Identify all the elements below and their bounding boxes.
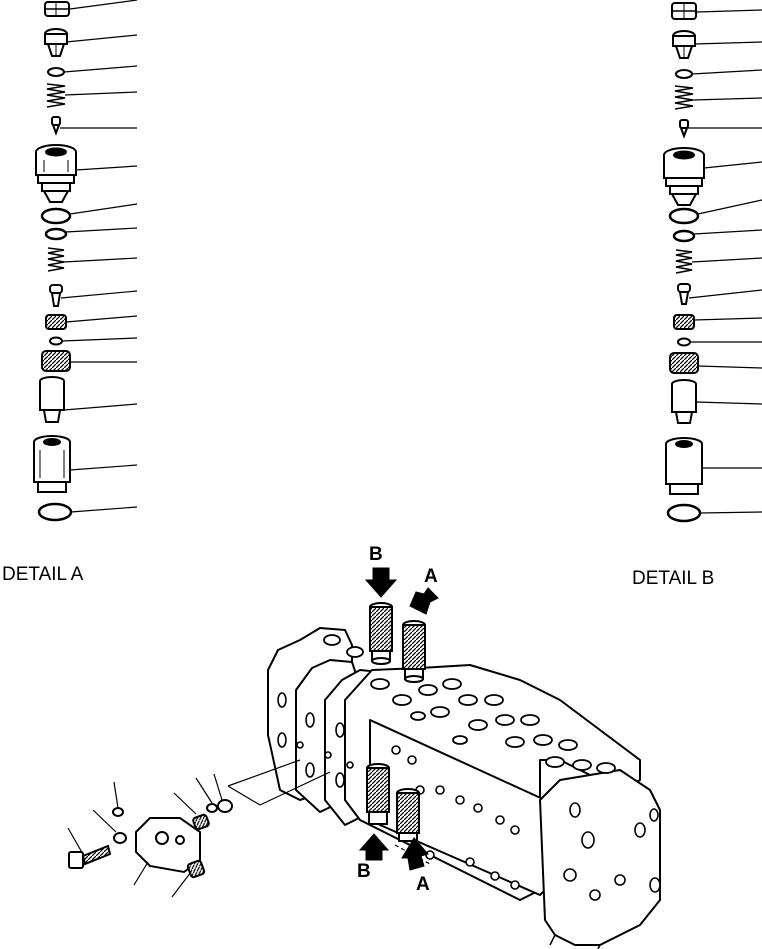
detail-b-leader-lines (688, 9, 762, 514)
detail-b-poppet-2 (677, 283, 691, 305)
detail-b-ring (677, 337, 691, 347)
direction-arrows (358, 567, 439, 871)
detail-a-seat (45, 314, 67, 330)
detail-a-o-ring-2 (40, 207, 72, 225)
detail-a-adjuster-plug (44, 28, 68, 57)
detail-b-valve-body (663, 147, 705, 206)
relief-valve-a-bottom (396, 788, 420, 842)
relief-valve-b-top (369, 602, 393, 665)
detail-b-spring-2 (675, 249, 693, 274)
orifice-o-ring (206, 803, 218, 813)
detail-a-threaded-sleeve (41, 350, 71, 372)
detail-a-cap-nut (44, 1, 70, 17)
end-block-holes (277, 692, 354, 788)
washer (113, 832, 127, 844)
detail-b-adjuster-plug (672, 30, 696, 59)
lower-left-exploded-parts (68, 799, 233, 879)
callout-b-top: B (369, 544, 383, 565)
detail-a-poppet-1 (51, 116, 61, 136)
detail-a-leader-lines (60, 0, 138, 513)
installed-relief-valves-bottom (366, 763, 420, 842)
callout-a-top: A (424, 566, 438, 587)
detail-a-spring-2 (47, 247, 65, 272)
detail-a-o-ring-4 (37, 502, 73, 522)
detail-b-exploded-parts (663, 2, 705, 523)
detail-b-o-ring-2 (668, 207, 700, 225)
detail-a-o-ring-1 (47, 67, 65, 77)
arrow-a-bottom (401, 837, 429, 871)
explosion-lines (227, 759, 331, 806)
detail-b-o-ring-1 (675, 69, 693, 79)
installed-relief-valves-top (369, 602, 426, 683)
detail-a-sleeve (39, 376, 65, 423)
detail-a-valve-body (35, 144, 77, 203)
detail-a-housing (33, 435, 71, 493)
detail-a-poppet-2 (49, 284, 63, 307)
arrow-a-top (409, 587, 439, 615)
orifice-plug (192, 813, 210, 831)
detail-b-housing (665, 437, 703, 495)
detail-b-spring-1 (674, 85, 694, 110)
detail-b-o-ring-3 (672, 229, 696, 243)
detail-a-ring (49, 336, 63, 346)
arrow-b-bottom (358, 833, 390, 861)
bolt (68, 844, 112, 869)
right-end-details (563, 802, 661, 901)
plug-small (186, 859, 206, 879)
callout-b-bottom: B (357, 861, 371, 882)
control-valve-assembly (267, 627, 661, 949)
detail-b-threaded-sleeve (669, 352, 699, 374)
detail-a-label: DETAIL A (2, 564, 84, 585)
arrow-b-top (364, 567, 398, 598)
relief-valve-b-bottom (366, 763, 390, 825)
small-o-ring (112, 807, 124, 817)
detail-b-label: DETAIL B (632, 568, 715, 589)
detail-b-o-ring-4 (666, 503, 702, 523)
callout-a-bottom: A (416, 874, 430, 895)
lower-left-leader-lines (67, 773, 223, 898)
detail-b-seat (673, 314, 695, 330)
detail-a-o-ring-3 (44, 227, 68, 241)
detail-a-exploded-parts (33, 1, 77, 522)
relief-valve-a-top (402, 620, 426, 683)
orifice-seal (217, 799, 233, 813)
detail-b-poppet-1 (679, 119, 689, 139)
valve-right-end-block (539, 769, 661, 946)
detail-b-sleeve (671, 379, 697, 424)
detail-b-cap-nut (671, 2, 697, 20)
detail-a-spring-1 (46, 83, 66, 108)
top-port-holes (323, 634, 616, 774)
